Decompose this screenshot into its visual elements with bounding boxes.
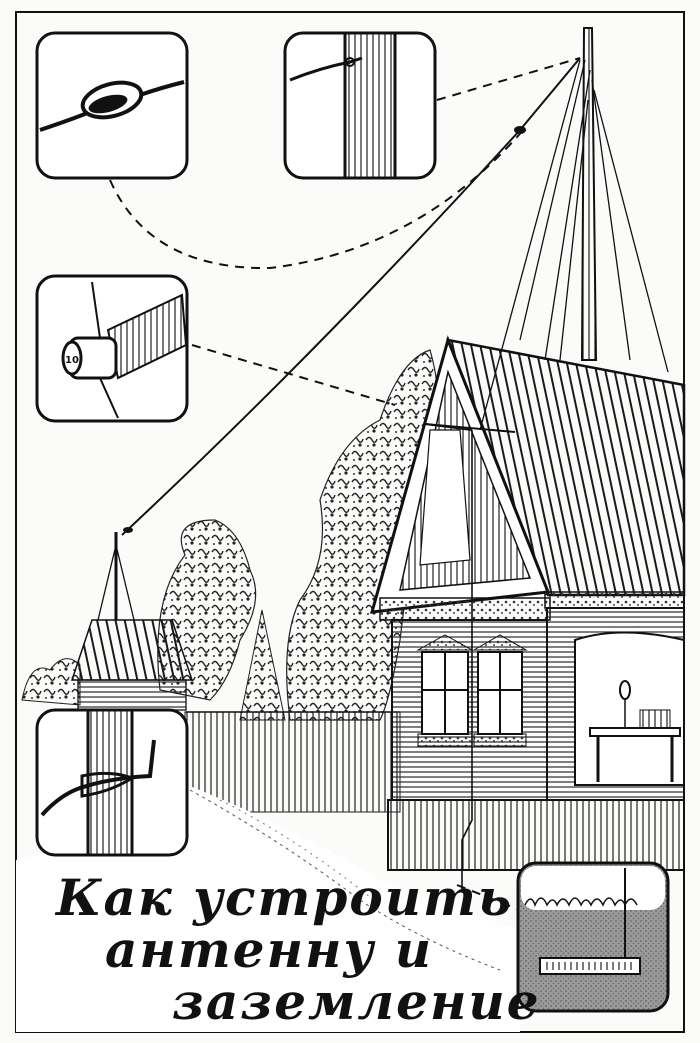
main-house	[369, 335, 686, 890]
cutaway-interior	[574, 631, 685, 786]
insulator-inset	[35, 31, 189, 180]
lead-in-tube-inset	[35, 274, 189, 423]
front-windows	[416, 634, 528, 747]
tube-label: 10	[65, 355, 79, 366]
table	[589, 727, 681, 737]
antenna-mast	[479, 27, 669, 431]
antenna-wire	[121, 57, 581, 536]
grounding-inset	[516, 861, 670, 1013]
fence	[184, 711, 401, 813]
mast-fastening-inset	[283, 31, 437, 180]
radio-set-icon	[639, 709, 671, 729]
pole-tie-inset	[35, 708, 189, 857]
leader-lines	[109, 57, 581, 913]
distant-house	[70, 532, 194, 711]
